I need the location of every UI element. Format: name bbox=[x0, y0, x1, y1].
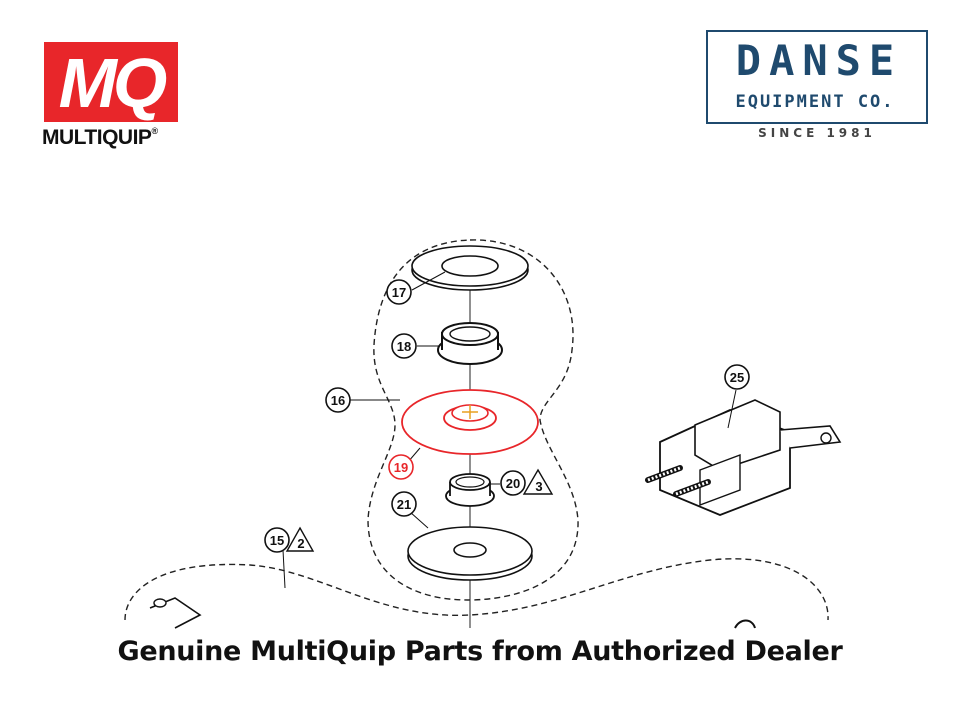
leader-lines bbox=[282, 271, 737, 589]
multiquip-logo: MQ MULTIQUIP® bbox=[42, 42, 182, 152]
multiquip-name: MULTIQUIP bbox=[42, 126, 152, 149]
callout-17-label: 17 bbox=[392, 285, 406, 300]
callout-25-label: 25 bbox=[730, 370, 744, 385]
note-2-triangle: 2 bbox=[285, 526, 315, 552]
part-25-bracket[interactable] bbox=[645, 399, 842, 516]
frame-15-outline bbox=[124, 558, 829, 621]
part-18-bushing[interactable] bbox=[437, 322, 503, 365]
callout-19-label: 19 bbox=[394, 460, 408, 475]
parts-diagram: 17 18 16 19 20 3 21 25 15 2 bbox=[124, 239, 842, 629]
callout-15: 15 bbox=[264, 527, 290, 553]
danse-subtitle: EQUIPMENT CO. bbox=[735, 92, 895, 112]
callout-16: 16 bbox=[325, 387, 351, 413]
note-3-label: 3 bbox=[535, 479, 542, 494]
part-20-small-bushing[interactable] bbox=[445, 473, 495, 507]
part-21-large-washer[interactable] bbox=[407, 526, 533, 581]
callout-19: 19 bbox=[388, 454, 414, 480]
danse-name: DANSE bbox=[735, 36, 903, 85]
registered-mark: ® bbox=[151, 126, 158, 136]
callout-18: 18 bbox=[391, 333, 417, 359]
callout-18-label: 18 bbox=[397, 339, 411, 354]
callout-15-label: 15 bbox=[270, 533, 284, 548]
callout-21: 21 bbox=[391, 491, 417, 517]
lower-shaft bbox=[149, 597, 756, 629]
danse-since: SINCE 1981 bbox=[758, 126, 876, 140]
part-17-washer[interactable] bbox=[411, 245, 529, 291]
multiquip-logo-box bbox=[44, 42, 178, 122]
multiquip-brand-name: MULTIQUIP® bbox=[42, 126, 158, 150]
danse-logo-box bbox=[706, 30, 928, 124]
callout-25: 25 bbox=[724, 364, 750, 390]
assembly-16-outline bbox=[367, 239, 579, 601]
footer-caption: Genuine MultiQuip Parts from Authorized … bbox=[117, 636, 843, 667]
callout-16-label: 16 bbox=[331, 393, 345, 408]
callout-21-label: 21 bbox=[397, 497, 411, 512]
note-3-triangle: 3 bbox=[522, 468, 554, 495]
callout-20-label: 20 bbox=[506, 476, 520, 491]
part-19-disk-highlighted[interactable] bbox=[401, 389, 539, 455]
danse-logo: DANSE EQUIPMENT CO. SINCE 1981 bbox=[706, 30, 928, 146]
callout-17: 17 bbox=[386, 279, 412, 305]
callout-20: 20 bbox=[500, 470, 526, 496]
note-2-label: 2 bbox=[297, 536, 304, 551]
multiquip-logo-letters: MQ bbox=[58, 44, 168, 122]
